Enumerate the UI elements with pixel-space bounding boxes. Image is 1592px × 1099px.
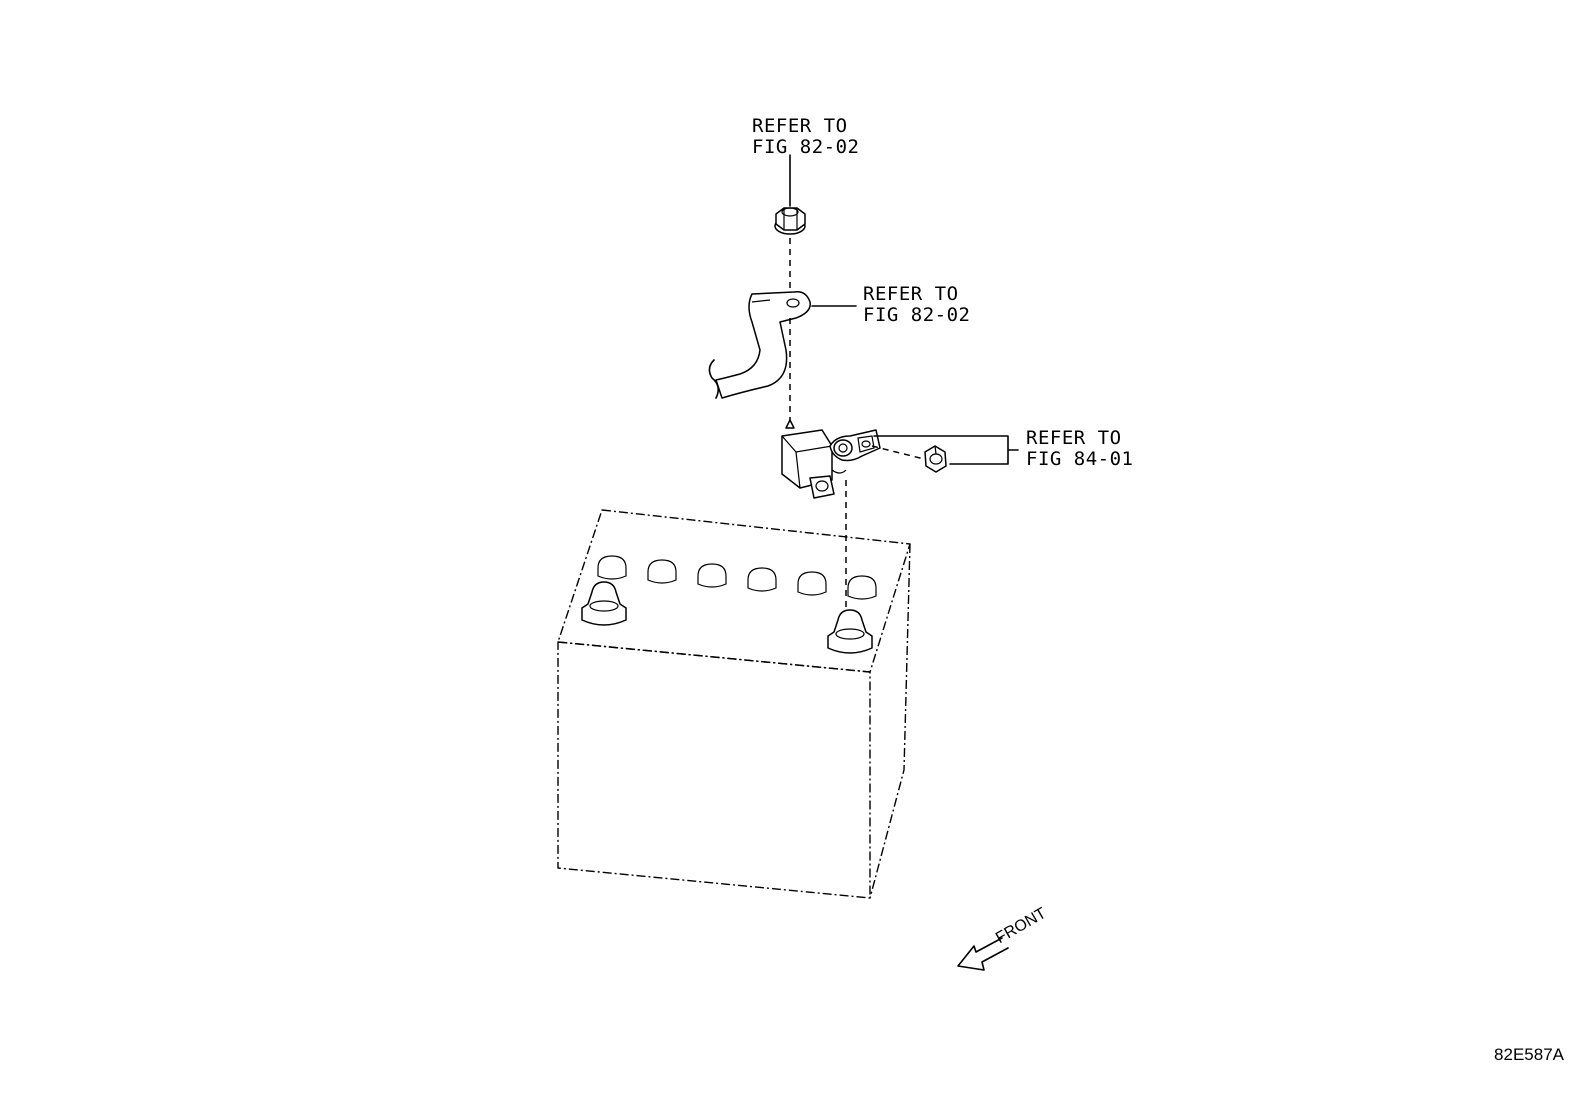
battery[interactable] <box>557 509 911 899</box>
battery-cell-caps <box>597 555 877 600</box>
callout-right-line1: REFER TO <box>1026 427 1122 449</box>
callout-right-line2: FIG 84-01 <box>1026 448 1134 470</box>
battery-current-sensor[interactable] <box>781 419 881 499</box>
ground-cable[interactable] <box>708 290 811 399</box>
clamp-nut[interactable] <box>924 445 947 473</box>
callout-top-line2: FIG 82-02 <box>752 136 860 158</box>
callout-middle-line1: REFER TO <box>863 283 959 305</box>
callout-top[interactable]: REFER TO FIG 82-02 <box>752 116 859 158</box>
negative-terminal-post <box>827 609 873 654</box>
leader-bracket <box>873 435 1019 465</box>
front-direction-arrow <box>957 937 1009 971</box>
callout-top-line1: REFER TO <box>752 115 848 137</box>
assembly-line-bolt <box>871 445 929 461</box>
drawing-code: 82E587A <box>1494 1045 1564 1064</box>
positive-terminal-post <box>581 581 627 626</box>
callout-right[interactable]: REFER TO FIG 84-01 <box>1026 428 1133 470</box>
top-nut[interactable] <box>774 207 806 235</box>
callout-middle-line2: FIG 82-02 <box>863 304 971 326</box>
callout-middle[interactable]: REFER TO FIG 82-02 <box>863 284 970 326</box>
